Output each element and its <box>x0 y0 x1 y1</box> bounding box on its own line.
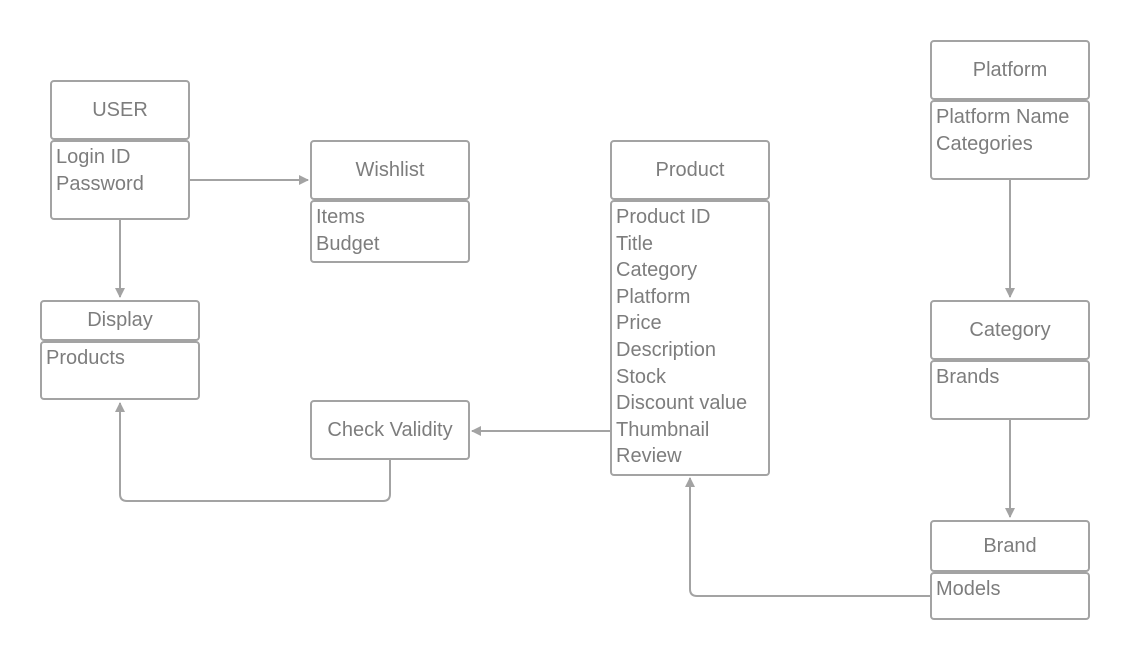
field-brands: Brands <box>936 366 1000 388</box>
entity-product-title: Product <box>610 140 770 200</box>
entity-category-title: Category <box>930 300 1090 360</box>
field-review: Review <box>616 445 682 468</box>
field-title: Title <box>616 232 654 255</box>
entity-category-fields: Brands <box>930 360 1090 420</box>
field-stock: Stock <box>616 365 667 388</box>
field-budget: Budget <box>316 232 380 255</box>
field-platform: Platform <box>616 285 691 308</box>
field-thumbnail: Thumbnail <box>616 418 710 441</box>
entity-display-fields: Products <box>40 341 200 400</box>
field-category: Category <box>616 259 698 282</box>
entity-wishlist[interactable]: Wishlist Items Budget <box>310 140 470 263</box>
entity-user-title: USER <box>50 80 190 140</box>
entity-wishlist-fields: Items Budget <box>310 200 470 263</box>
connector-brand-product <box>685 477 930 597</box>
entity-user[interactable]: USER Login ID Password <box>50 80 190 220</box>
field-login-id: Login ID <box>56 146 131 168</box>
entity-platform-fields: Platform Name Categories <box>930 100 1090 180</box>
entity-platform-title: Platform <box>930 40 1090 100</box>
field-products: Products <box>46 347 125 369</box>
entity-brand[interactable]: Brand Models <box>930 520 1090 620</box>
entity-product-fields: Product ID Title Category Platform Price… <box>610 200 770 476</box>
connector-check-validity-display <box>115 402 391 502</box>
field-models: Models <box>936 578 1001 600</box>
entity-brand-fields: Models <box>930 572 1090 620</box>
field-discount-value: Discount value <box>616 392 748 415</box>
process-check-validity[interactable]: Check Validity <box>310 400 470 460</box>
field-items: Items <box>316 206 365 228</box>
field-price: Price <box>616 312 662 335</box>
field-product-id: Product ID <box>616 206 711 228</box>
entity-display-title: Display <box>40 300 200 341</box>
entity-brand-title: Brand <box>930 520 1090 572</box>
entity-user-fields: Login ID Password <box>50 140 190 220</box>
entity-wishlist-title: Wishlist <box>310 140 470 200</box>
entity-product[interactable]: Product Product ID Title Category Platfo… <box>610 140 770 476</box>
field-description: Description <box>616 338 717 361</box>
field-platform-name: Platform Name <box>936 106 1070 128</box>
field-categories: Categories <box>936 132 1033 155</box>
field-password: Password <box>56 172 144 195</box>
entity-display[interactable]: Display Products <box>40 300 200 400</box>
entity-platform[interactable]: Platform Platform Name Categories <box>930 40 1090 180</box>
entity-category[interactable]: Category Brands <box>930 300 1090 420</box>
